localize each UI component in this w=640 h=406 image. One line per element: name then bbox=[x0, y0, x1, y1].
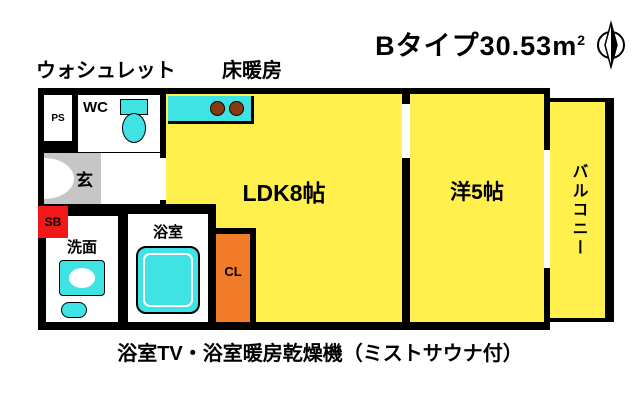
floor-heating-label: 床暖房 bbox=[222, 60, 282, 82]
window-opening-balcony bbox=[544, 150, 550, 268]
door-opening-hall-ldk bbox=[160, 158, 166, 200]
bathtub-inner-line bbox=[143, 253, 193, 307]
balcony: バルコニー bbox=[550, 98, 614, 322]
sink-icon bbox=[59, 260, 105, 296]
shoe-box: SB bbox=[38, 206, 68, 238]
toilet-bowl-icon bbox=[122, 113, 146, 143]
room-closet: CL bbox=[216, 234, 250, 322]
room-entrance-label: 玄 bbox=[76, 171, 93, 190]
room-closet-label: CL bbox=[224, 264, 242, 279]
room-entrance: 玄 bbox=[44, 153, 101, 204]
sink-basin-icon bbox=[69, 268, 95, 288]
washer-icon bbox=[61, 302, 87, 318]
room-wc: WC bbox=[78, 95, 160, 152]
room-western: 洋5帖 bbox=[410, 94, 544, 322]
washlet-label: ウォシュレット bbox=[36, 60, 176, 82]
balcony-label: バルコニー bbox=[569, 162, 587, 258]
room-bathroom-label: 浴室 bbox=[152, 224, 183, 241]
stove-burner-icon bbox=[229, 101, 244, 116]
room-ldk-label: LDK8帖 bbox=[242, 180, 326, 206]
compass-icon bbox=[597, 20, 625, 70]
kitchen-counter bbox=[168, 96, 254, 124]
room-pipe-space: PS bbox=[44, 95, 72, 141]
bathtub-icon bbox=[136, 246, 200, 314]
door-opening-ldk-western bbox=[402, 104, 410, 158]
footer-caption: 浴室TV・浴室暖房乾燥機（ミストサウナ付） bbox=[117, 343, 523, 365]
room-wc-label: WC bbox=[83, 99, 108, 116]
hallway bbox=[101, 153, 160, 204]
door-swing-arc bbox=[44, 158, 74, 199]
toilet-icon bbox=[117, 99, 151, 147]
page-title: Bタイプ30.53m2 bbox=[375, 24, 586, 63]
room-bathroom: 浴室 bbox=[128, 214, 208, 322]
page-title-sup: 2 bbox=[577, 32, 586, 48]
page-title-text: Bタイプ30.53m bbox=[375, 31, 578, 61]
stove-burner-icon bbox=[210, 101, 225, 116]
room-western-label: 洋5帖 bbox=[450, 181, 504, 204]
room-washroom-label: 洗面 bbox=[66, 239, 97, 256]
